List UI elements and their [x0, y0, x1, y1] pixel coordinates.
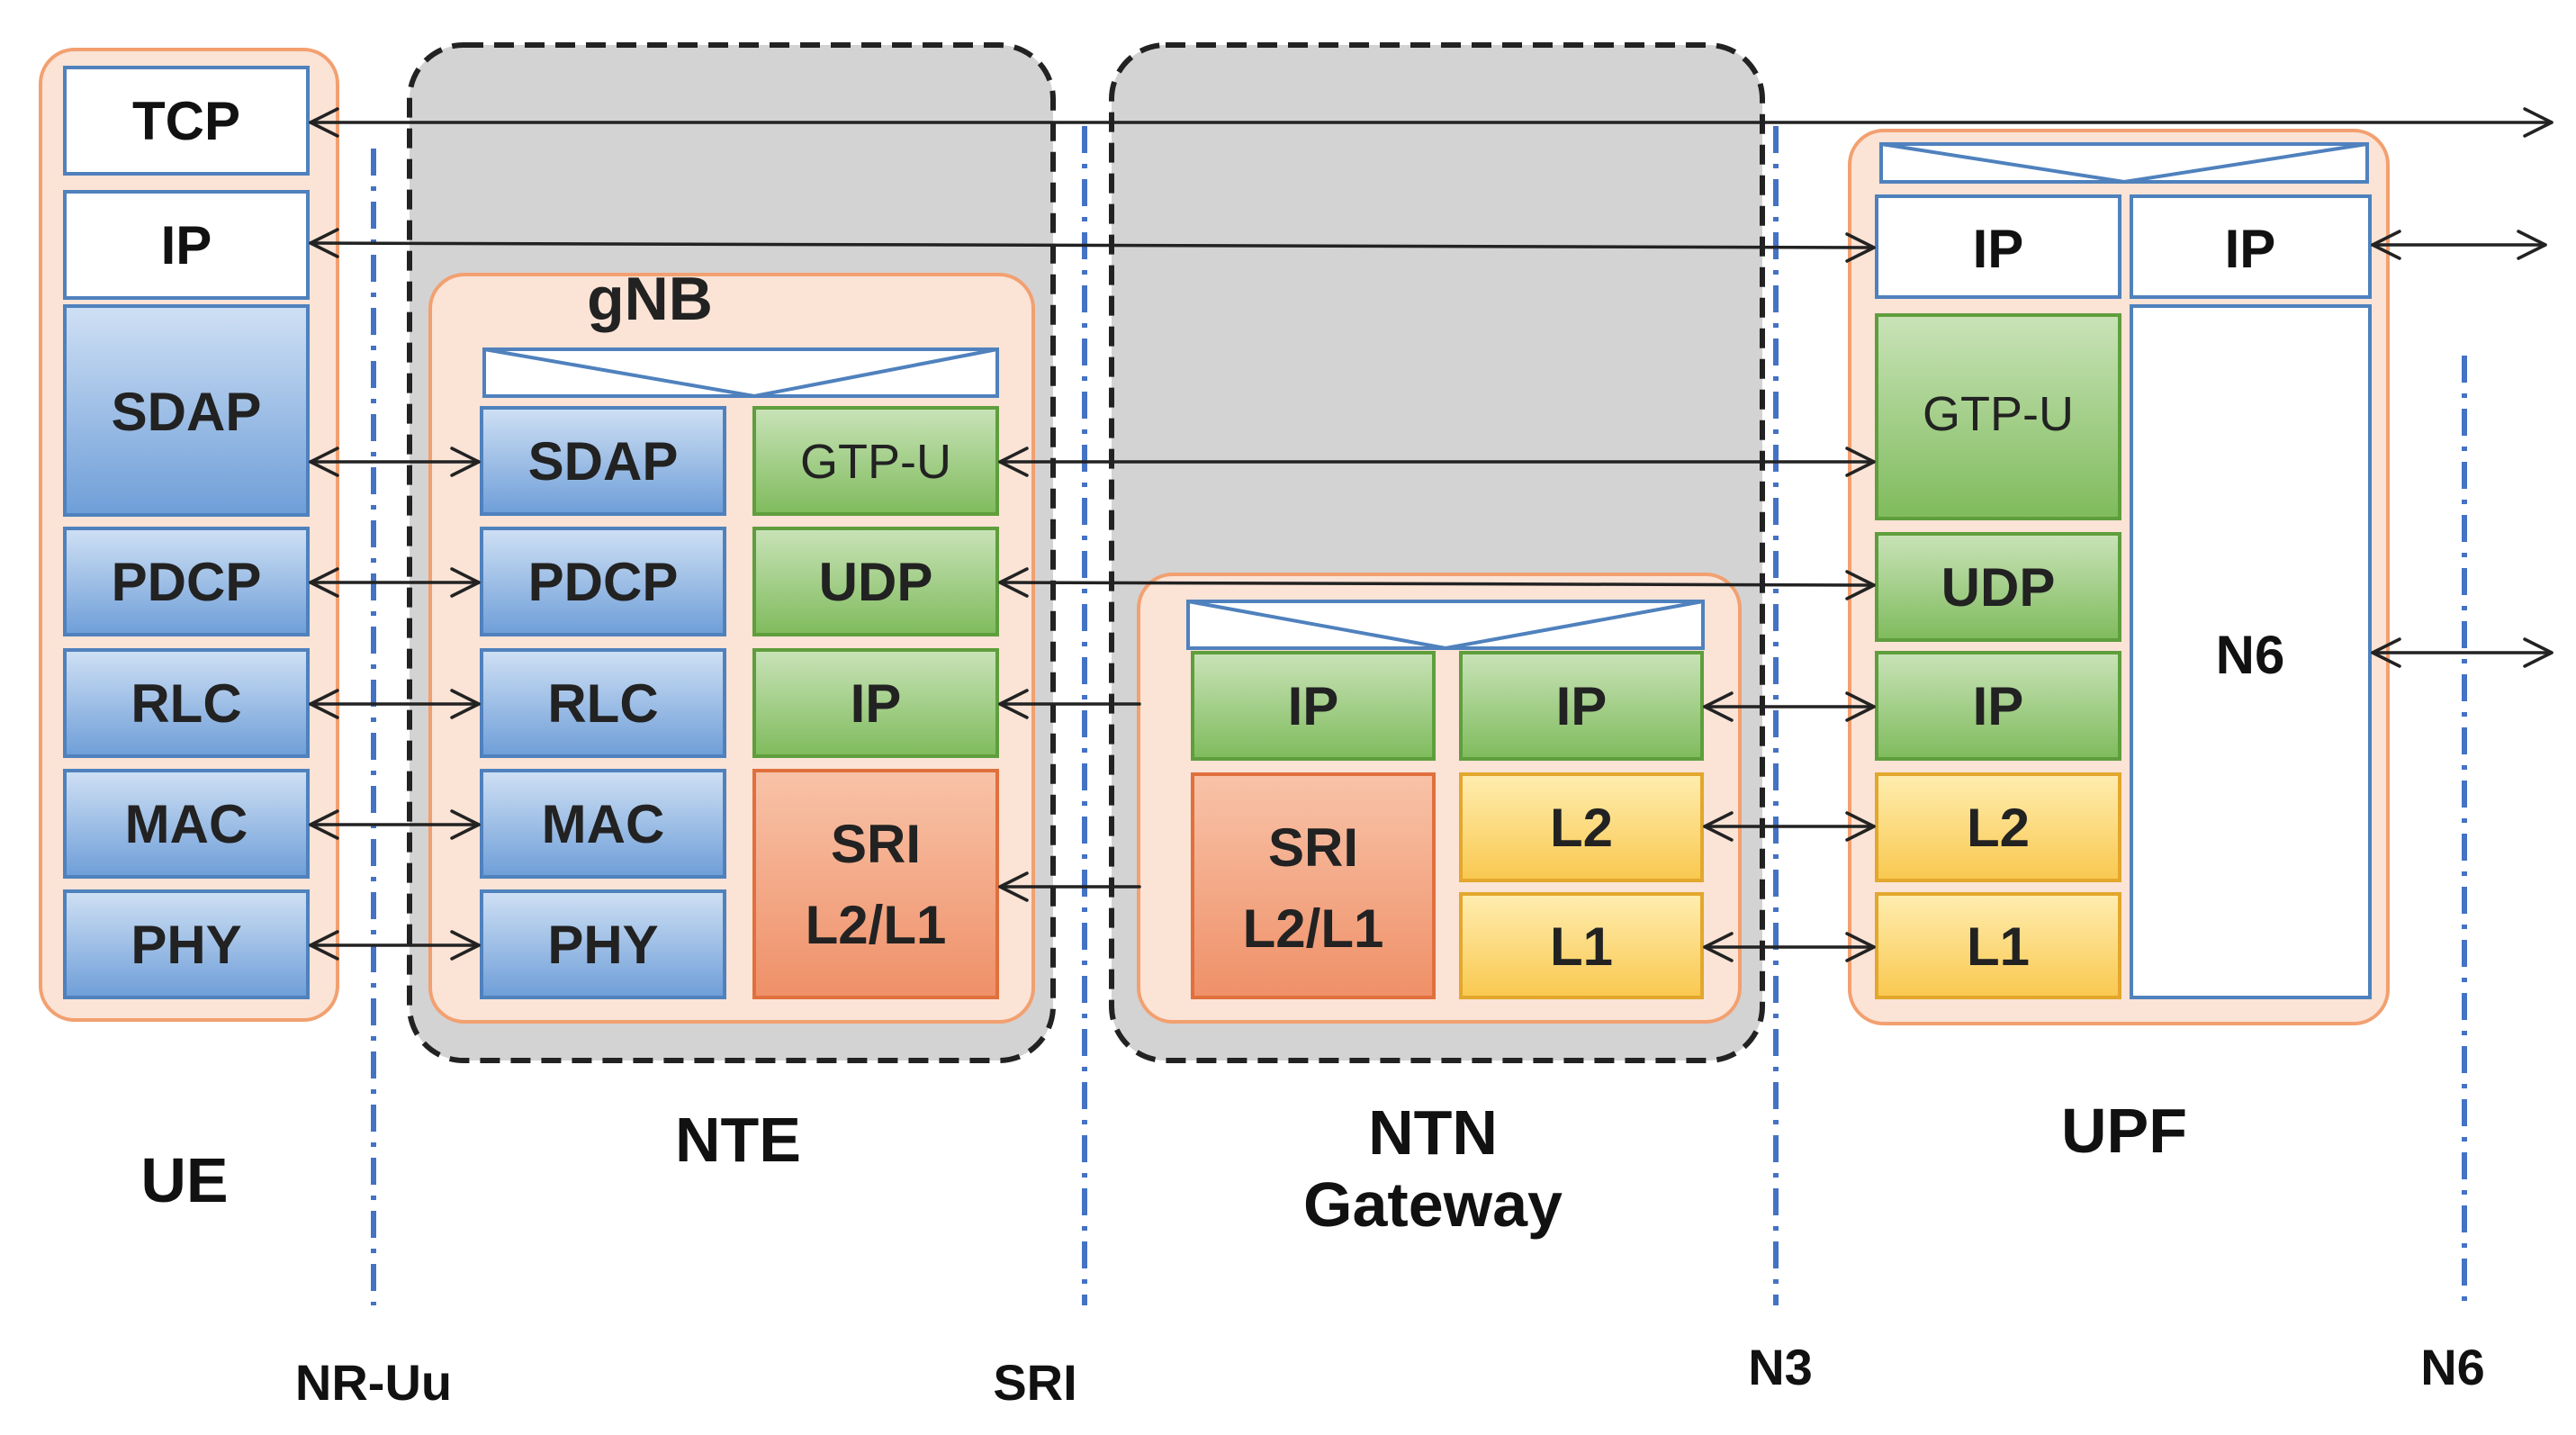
upf-gtpu-box [1875, 313, 2121, 520]
ip-n6-arrow [2371, 230, 2547, 260]
gnb-pdcp-label: PDCP [528, 552, 679, 612]
ue-phy-label: PHY [131, 915, 241, 975]
ip-gateway-upf-arrow [1703, 691, 1876, 722]
upf-udp-label: UDP [1941, 557, 2056, 618]
ue-ip-label: IP [161, 215, 212, 275]
nr-uu-interface-label: NR-Uu [295, 1354, 452, 1411]
upf-n6-box [2130, 304, 2372, 999]
ntn-gateway-l2-label: L2 [1550, 798, 1613, 858]
ntn-gateway-label-line1: NTN [1368, 1097, 1498, 1168]
ntn-gateway-sri-label-line1: SRI [1268, 817, 1358, 878]
ntn-gateway-header-bar [1186, 600, 1705, 651]
l2-peer-arrow [1703, 811, 1876, 842]
upf-gtpu-label: GTP-U [1923, 387, 2074, 441]
ip-gnb-gateway-arrow [998, 689, 1141, 719]
upf-udp-box [1875, 532, 2121, 642]
ntn-gateway-l1-box [1459, 892, 1704, 999]
gnb-udp-box [752, 527, 999, 636]
ntn-gateway-sri-box [1191, 772, 1436, 999]
gnb-phy-box [480, 889, 726, 999]
ue-rlc-box [63, 648, 310, 758]
gnb-phy-label: PHY [547, 915, 658, 975]
ue-label: UE [140, 1145, 228, 1215]
upf-n6-label: N6 [2216, 625, 2285, 685]
upf-ip2-box [1875, 651, 2121, 761]
gnb-sri-box [752, 769, 999, 999]
n6-interface-label: N6 [2420, 1339, 2485, 1395]
udp-peer-arrow [998, 567, 1876, 600]
nte-label: NTE [675, 1105, 801, 1175]
gtpu-peer-arrow [998, 447, 1876, 477]
upf-ip-box [1875, 194, 2121, 299]
ue-sdap-label: SDAP [112, 382, 262, 442]
gnb-ip-label: IP [851, 673, 902, 734]
ntn-gateway-sri-label-line2: L2/L1 [1243, 898, 1384, 959]
tcp-peer-arrow [309, 107, 2553, 138]
ntn-gateway-right-ip-box [1459, 651, 1704, 761]
pdcp-peer-arrow [309, 567, 481, 598]
mac-peer-arrow [309, 809, 481, 840]
gnb-pdcp-box [480, 527, 726, 636]
ue-ip-box [63, 190, 310, 300]
upf-l2-label: L2 [1967, 798, 2030, 858]
sdap-peer-arrow [309, 447, 481, 477]
l1-peer-arrow [1703, 932, 1876, 962]
ue-tcp-label: TCP [132, 91, 240, 151]
gnb-mac-label: MAC [542, 794, 665, 854]
upf-label: UPF [2061, 1096, 2187, 1166]
upf-ip2-label: IP [1973, 676, 2024, 736]
upf-l2-box [1875, 772, 2121, 882]
ue-sdap-box [63, 304, 310, 517]
ue-pdcp-box [63, 527, 310, 636]
phy-peer-arrow [309, 930, 481, 961]
sri-interface-label: SRI [993, 1354, 1076, 1411]
gnb-rlc-box [480, 648, 726, 758]
gnb-mac-box [480, 769, 726, 879]
n3-interface-label: N3 [1748, 1339, 1813, 1395]
gnb-sri-label-line1: SRI [831, 814, 921, 874]
gnb-header-bar [482, 347, 999, 399]
sri-peer-arrow [998, 871, 1141, 902]
gnb-udp-label: UDP [819, 552, 933, 612]
ntn-gateway-label-line2: Gateway [1303, 1169, 1563, 1240]
upf-ip-label: IP [1973, 219, 2024, 279]
ue-rlc-label: RLC [131, 673, 241, 734]
ntn-gateway-l2-box [1459, 772, 1704, 882]
gnb-rlc-label: RLC [547, 673, 658, 734]
ue-phy-box [63, 889, 310, 999]
upf-right-ip-label: IP [2225, 219, 2276, 279]
ip-ue-upf-arrow [309, 228, 1876, 263]
ue-mac-box [63, 769, 310, 879]
gnb-label: gNB [587, 265, 713, 333]
ntn-gateway-left-ip-box [1191, 651, 1436, 761]
ntn-gateway-left-ip-label: IP [1288, 676, 1339, 736]
gnb-ip-box [752, 648, 999, 758]
ntn-gateway-l1-label: L1 [1550, 916, 1613, 977]
ntn-gateway-right-ip-label: IP [1556, 676, 1608, 736]
upf-header-bar [1879, 142, 2369, 185]
gnb-sdap-label: SDAP [528, 431, 679, 492]
upf-right-ip-box [2130, 194, 2372, 299]
gnb-gtpu-box [752, 406, 999, 516]
gnb-gtpu-label: GTP-U [800, 435, 951, 489]
gnb-sri-label-line2: L2/L1 [806, 895, 947, 955]
ue-mac-label: MAC [125, 794, 248, 854]
upf-l1-box [1875, 892, 2121, 999]
ue-pdcp-label: PDCP [112, 552, 262, 612]
rlc-peer-arrow [309, 689, 481, 719]
upf-l1-label: L1 [1967, 916, 2030, 977]
ue-tcp-box [63, 66, 310, 176]
n6-peer-arrow [2371, 637, 2553, 668]
gnb-sdap-box [480, 406, 726, 516]
